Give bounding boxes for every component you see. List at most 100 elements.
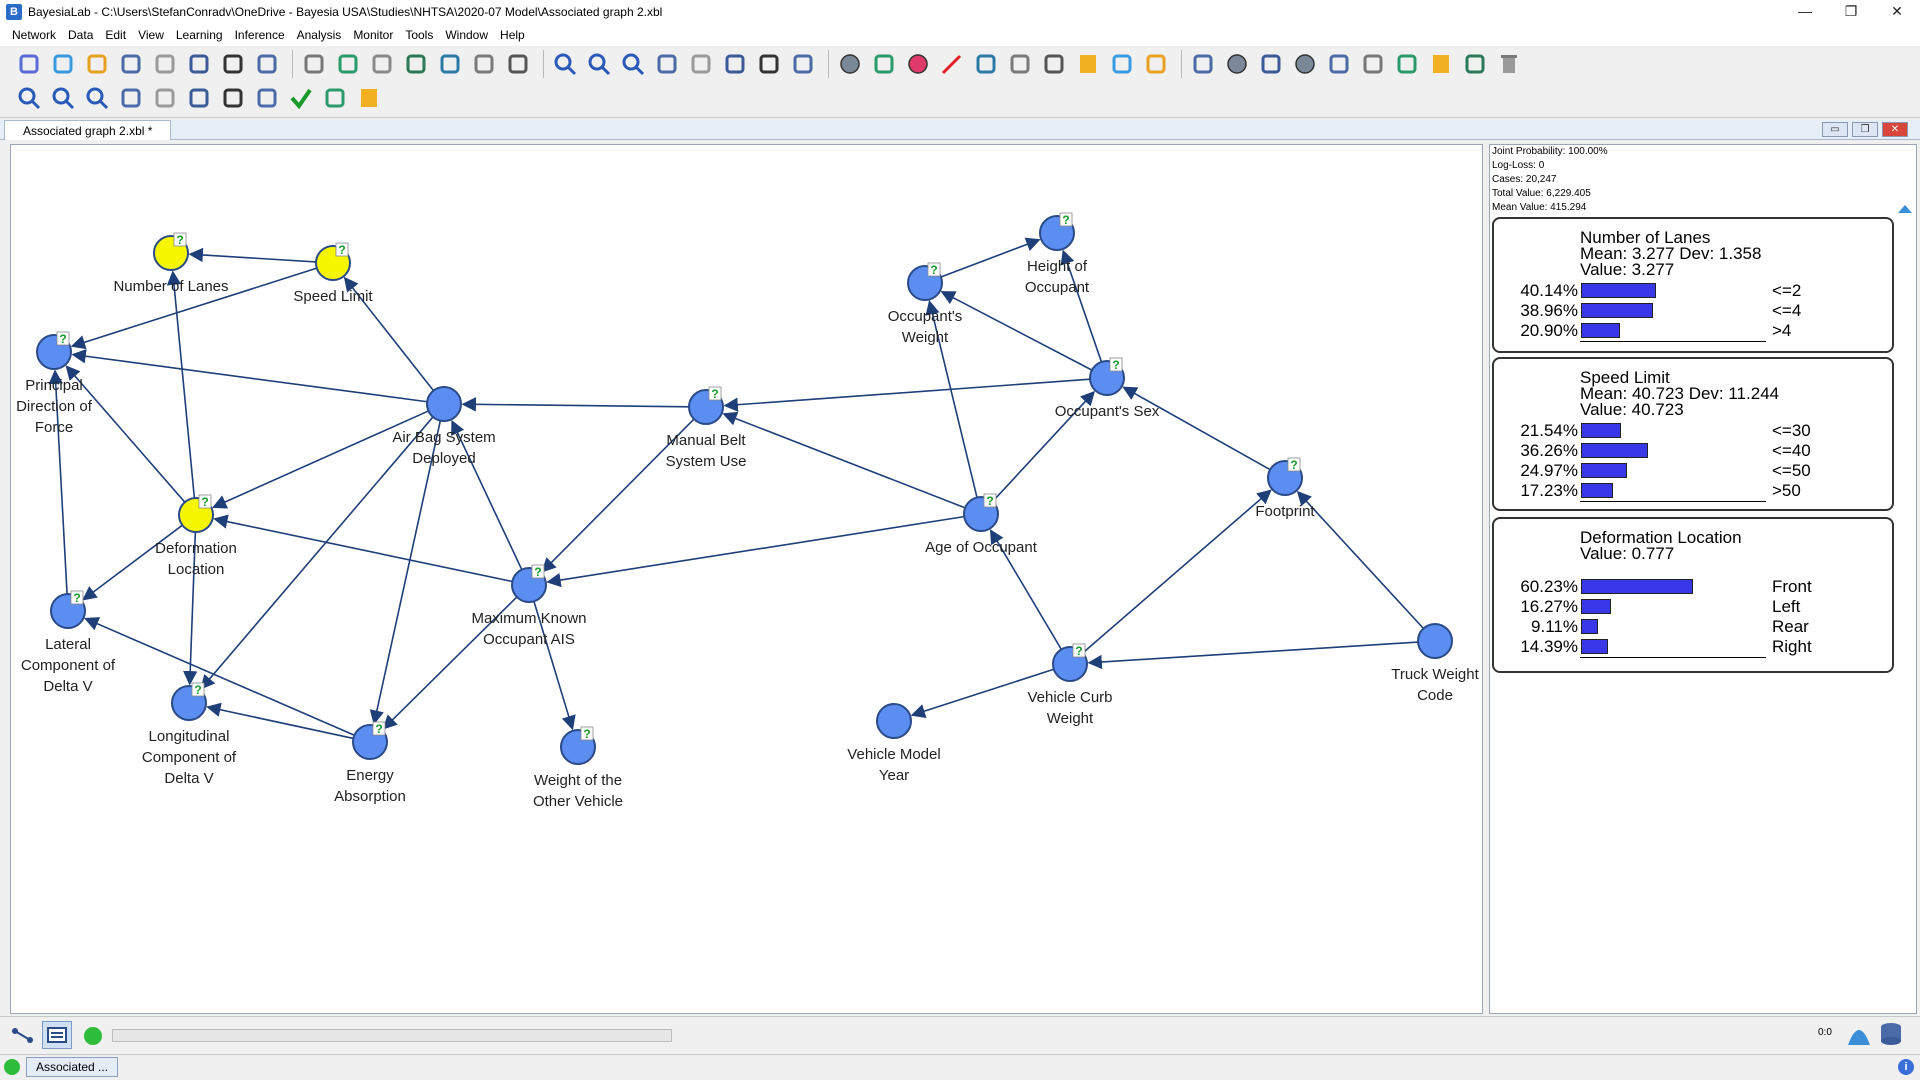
settings-gear-icon[interactable] bbox=[252, 49, 282, 79]
doc-close-button[interactable]: ✕ bbox=[1882, 122, 1908, 137]
doc-minimize-button[interactable]: ▭ bbox=[1822, 122, 1848, 137]
edge-speed-to-lanes[interactable] bbox=[188, 247, 317, 263]
brush-icon[interactable] bbox=[401, 49, 431, 79]
text-box-icon[interactable] bbox=[150, 83, 180, 113]
new-network-icon[interactable] bbox=[48, 49, 78, 79]
edge-airbag-to-deform[interactable] bbox=[212, 410, 429, 509]
edge-oweight-to-height[interactable] bbox=[940, 237, 1041, 278]
menu-learning[interactable]: Learning bbox=[175, 28, 223, 42]
pointer-icon[interactable] bbox=[1188, 49, 1218, 79]
monitor-state-row[interactable]: 40.14%<=2 bbox=[1494, 281, 1894, 300]
shrink-icon[interactable] bbox=[720, 49, 750, 79]
cut-icon[interactable] bbox=[299, 49, 329, 79]
probability-bar[interactable] bbox=[1581, 283, 1656, 298]
edge-age-to-mais[interactable] bbox=[546, 515, 965, 588]
edge-speed-to-pdof[interactable] bbox=[70, 267, 318, 350]
menu-tools[interactable]: Tools bbox=[405, 28, 434, 42]
menu-monitor[interactable]: Monitor bbox=[353, 28, 394, 42]
menu-help[interactable]: Help bbox=[500, 28, 525, 42]
edge-airbag-to-longit[interactable] bbox=[200, 416, 434, 690]
corner-icon[interactable] bbox=[320, 83, 350, 113]
node-age[interactable]: ?Age of Occupant bbox=[925, 493, 1038, 556]
eraser-icon[interactable] bbox=[116, 83, 146, 113]
probability-bar[interactable] bbox=[1581, 463, 1628, 478]
edge-lateral-to-pdof[interactable] bbox=[48, 369, 68, 595]
node-inspect-icon[interactable] bbox=[869, 49, 899, 79]
zoom-selection-icon[interactable] bbox=[14, 83, 44, 113]
edge-sex-to-height[interactable] bbox=[1060, 249, 1103, 363]
redo-icon[interactable] bbox=[469, 49, 499, 79]
edge-deform-to-longit[interactable] bbox=[182, 531, 198, 686]
swap-arrows-icon[interactable] bbox=[252, 83, 282, 113]
save-icon[interactable] bbox=[184, 49, 214, 79]
monitor-state-row[interactable]: 24.97%<=50 bbox=[1494, 461, 1894, 480]
edge-curb-to-year[interactable] bbox=[910, 668, 1055, 719]
node-tool-icon[interactable] bbox=[835, 49, 865, 79]
edge-age-to-oweight[interactable] bbox=[925, 300, 978, 498]
trash-icon[interactable] bbox=[1494, 49, 1524, 79]
monitor-state-row[interactable]: 38.96%<=4 bbox=[1494, 301, 1894, 320]
node-circle[interactable] bbox=[1417, 623, 1453, 659]
distribution-icon[interactable] bbox=[1846, 1021, 1872, 1047]
edge-curb-to-footprint[interactable] bbox=[1082, 489, 1272, 654]
align-left-icon[interactable] bbox=[218, 83, 248, 113]
menu-edit[interactable]: Edit bbox=[105, 28, 127, 42]
probability-bar[interactable] bbox=[1581, 639, 1608, 654]
close-button[interactable]: ✕ bbox=[1891, 3, 1903, 19]
database-icon[interactable] bbox=[116, 49, 146, 79]
edge-deform-to-pdof[interactable] bbox=[65, 365, 186, 503]
circle-shape-icon[interactable] bbox=[1222, 49, 1252, 79]
document-tab[interactable]: Associated graph 2.xbl * bbox=[4, 120, 172, 140]
monitor-state-row[interactable]: 14.39%Right bbox=[1494, 637, 1894, 656]
bayesian-network-graph[interactable]: ?Number of Lanes?Speed Limit?PrincipalDi… bbox=[11, 145, 1482, 1013]
chart-icon[interactable] bbox=[971, 49, 1001, 79]
node-circle[interactable] bbox=[426, 386, 462, 422]
monitor-state-row[interactable]: 17.23%>50 bbox=[1494, 481, 1894, 500]
edge-age-to-belt[interactable] bbox=[722, 411, 966, 509]
probability-bar[interactable] bbox=[1581, 599, 1612, 614]
zoom-fit-icon[interactable] bbox=[618, 49, 648, 79]
monitor-state-row[interactable]: 21.54%<=30 bbox=[1494, 421, 1894, 440]
binoculars-icon[interactable] bbox=[503, 49, 533, 79]
zoom-out-icon[interactable] bbox=[584, 49, 614, 79]
zoom-reset-icon[interactable] bbox=[82, 83, 112, 113]
note-icon[interactable] bbox=[1073, 49, 1103, 79]
edge-energy-to-lateral[interactable] bbox=[84, 617, 355, 736]
delete-left-icon[interactable] bbox=[184, 83, 214, 113]
edge-truck-to-curb[interactable] bbox=[1087, 641, 1419, 670]
edge-belt-to-airbag[interactable] bbox=[461, 397, 690, 412]
zoom-in-icon[interactable] bbox=[550, 49, 580, 79]
edge-sex-to-oweight[interactable] bbox=[940, 291, 1093, 371]
open-folder-icon[interactable] bbox=[82, 49, 112, 79]
menu-window[interactable]: Window bbox=[445, 28, 489, 42]
hexagon-shape-icon[interactable] bbox=[1256, 49, 1286, 79]
probability-bar[interactable] bbox=[1581, 619, 1598, 634]
arc-tool-icon[interactable] bbox=[937, 49, 967, 79]
edge-belt-to-mais[interactable] bbox=[541, 418, 695, 573]
status-window-tab[interactable]: Associated ... bbox=[26, 1057, 118, 1077]
menu-analysis[interactable]: Analysis bbox=[296, 28, 342, 42]
probability-bar[interactable] bbox=[1581, 303, 1654, 318]
edge-mais-to-airbag[interactable] bbox=[451, 419, 523, 570]
sticky-note-icon[interactable] bbox=[1426, 49, 1456, 79]
probability-bar[interactable] bbox=[1581, 483, 1614, 498]
diamond-shape-icon[interactable] bbox=[1324, 49, 1354, 79]
small-circle-icon[interactable] bbox=[1290, 49, 1320, 79]
doc-restore-button[interactable]: ❐ bbox=[1852, 122, 1878, 137]
node-circle[interactable] bbox=[876, 703, 912, 739]
edge-sex-to-belt[interactable] bbox=[723, 378, 1091, 412]
